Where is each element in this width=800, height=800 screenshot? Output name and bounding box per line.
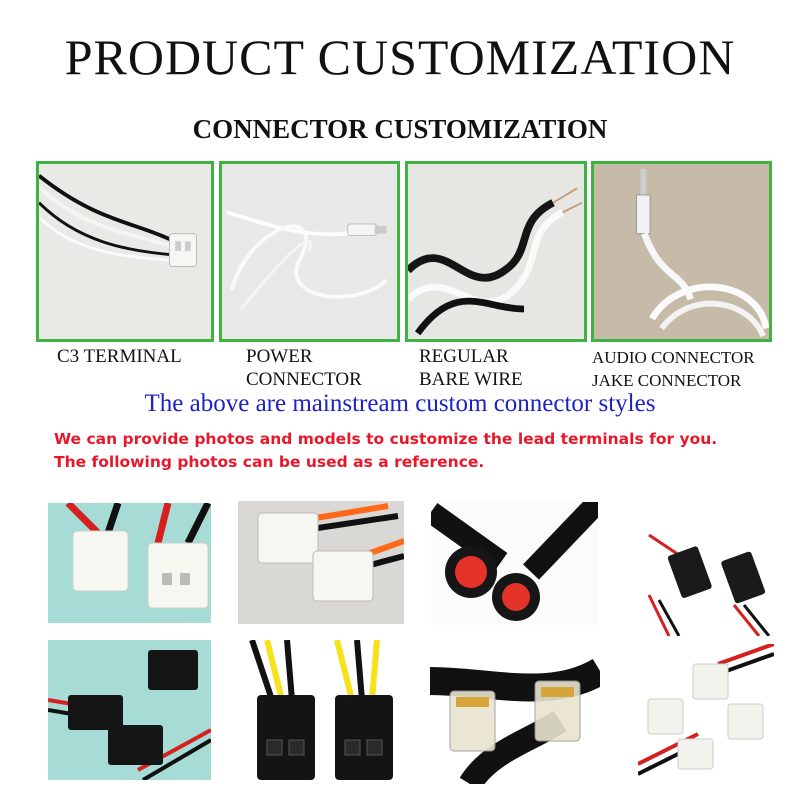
caption-audio-connector: AUDIO CONNECTOR JAKE CONNECTOR — [592, 348, 755, 390]
mainstream-statement: The above are mainstream custom connecto… — [144, 390, 656, 417]
reference-photo-molex-4pin — [237, 640, 405, 783]
reference-photo-rj45 — [430, 641, 600, 784]
caption-power-connector: POWER CONNECTOR — [246, 346, 362, 390]
note-line-1: We can provide photos and models to cust… — [54, 430, 718, 448]
section-subtitle: CONNECTOR CUSTOMIZATION — [192, 114, 608, 144]
photo-c3-terminal — [36, 161, 214, 342]
photo-audio-connector — [591, 161, 772, 342]
note-line-2: The following photos can be used as a re… — [54, 453, 485, 471]
caption-regular-bare-wire: REGULAR BARE WIRE — [419, 346, 523, 390]
reference-photo-micro-jst — [638, 644, 774, 780]
reference-photo-white-2pin — [48, 503, 211, 623]
caption-c3-terminal: C3 TERMINAL — [57, 346, 182, 367]
reference-photo-round-waterproof — [431, 502, 598, 625]
page-title: PRODUCT CUSTOMIZATION — [64, 29, 736, 85]
photo-regular-bare-wire — [405, 161, 587, 342]
reference-photo-black-micro — [639, 515, 773, 636]
reference-photo-sm-connector — [48, 640, 211, 780]
photo-power-connector — [219, 161, 400, 342]
reference-photo-white-3pin — [238, 501, 404, 624]
